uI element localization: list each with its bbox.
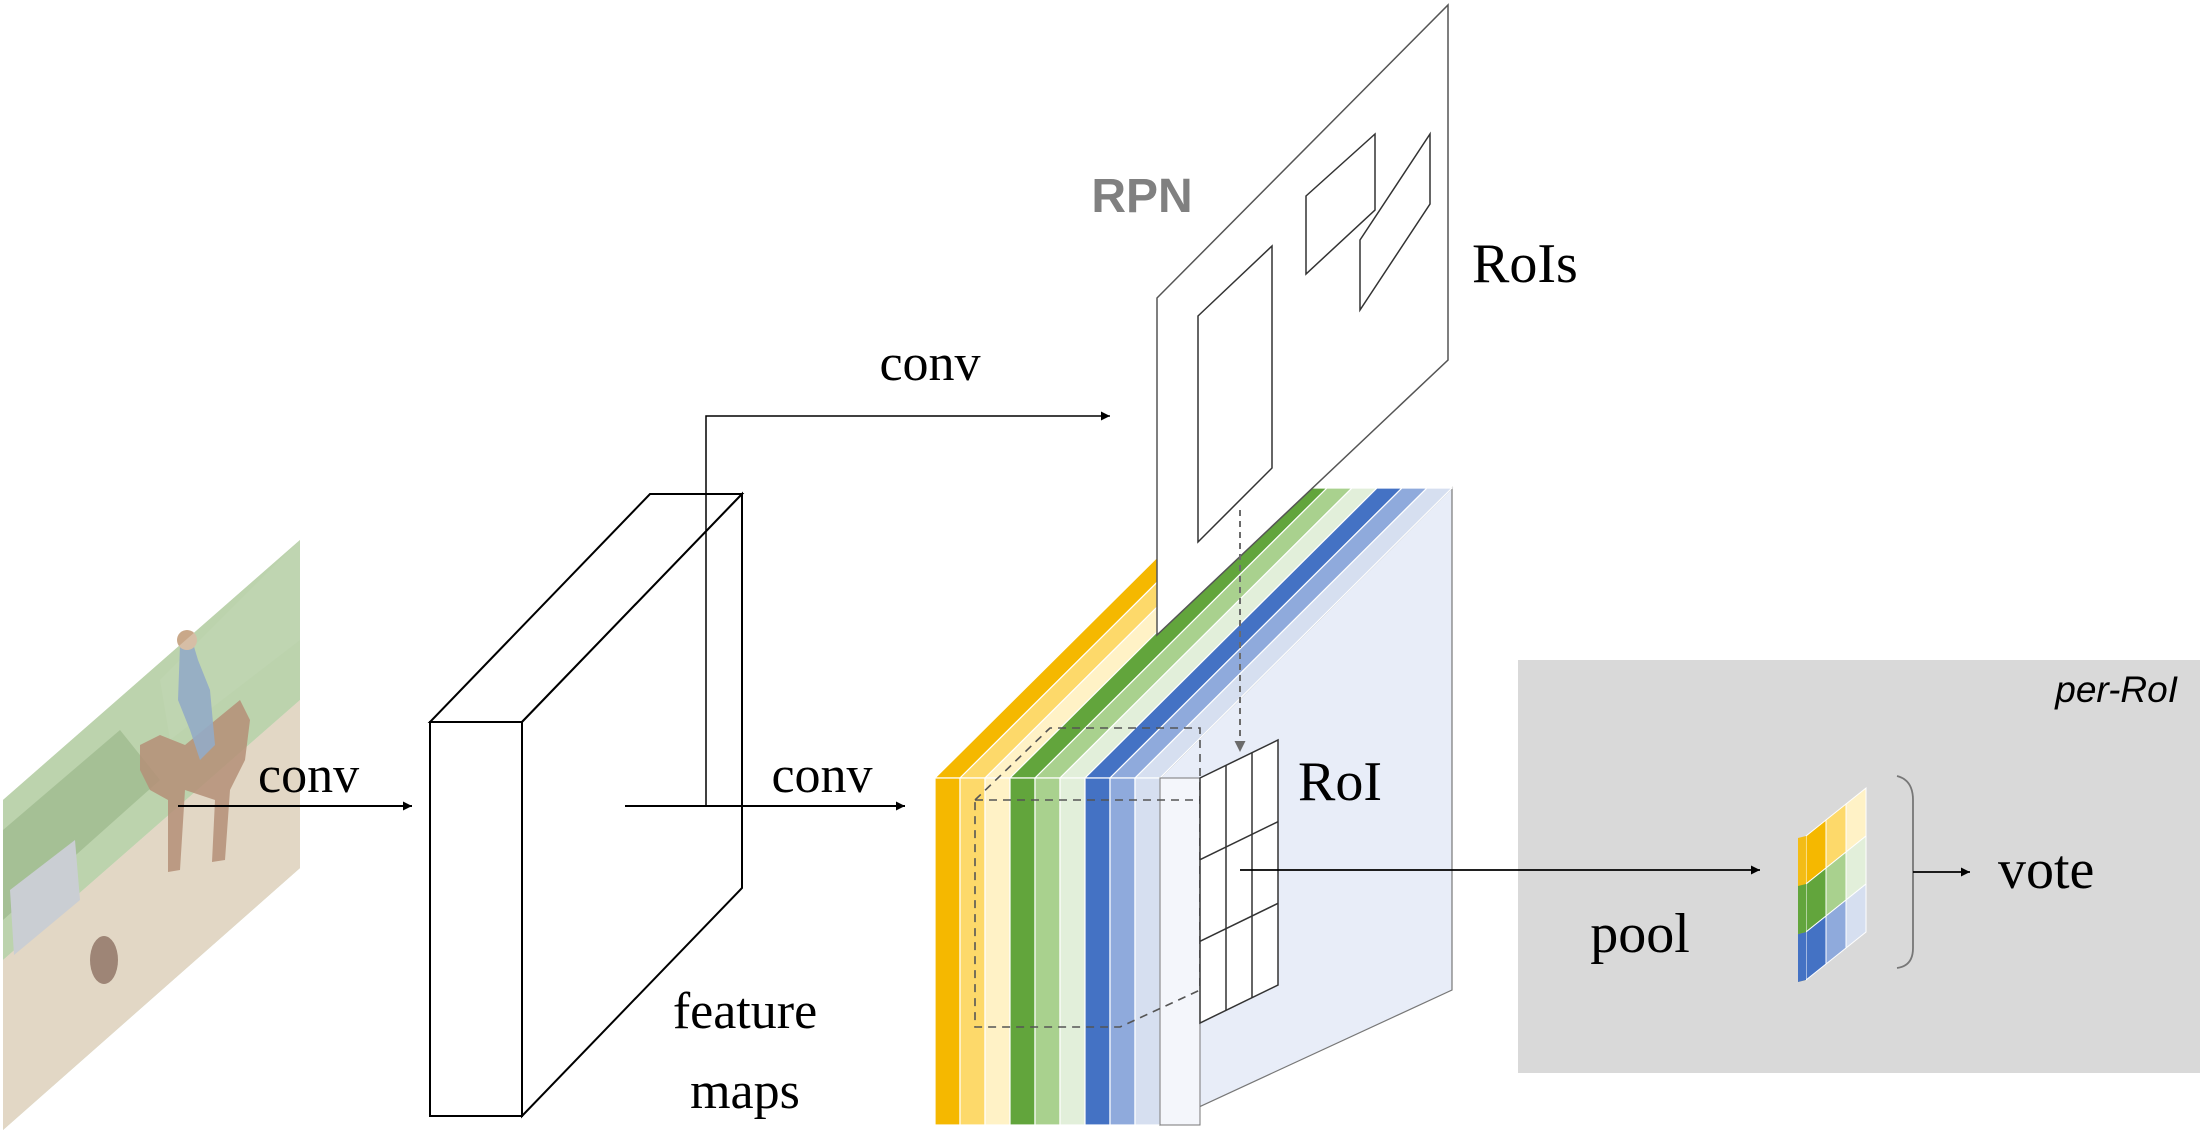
roi-grid-row-line xyxy=(1199,902,1279,943)
roi-region: RoI xyxy=(974,727,1382,1028)
roi-grid-frame xyxy=(1199,738,1279,1025)
score-map-slice-front xyxy=(984,777,1011,1126)
conv-label-rpn: conv xyxy=(879,335,980,392)
rpn-label: RPN xyxy=(1091,170,1192,223)
roi-box-large xyxy=(1197,244,1273,544)
per-roi-label: per-RoI xyxy=(2054,669,2178,710)
score-map-slice-front xyxy=(1134,777,1161,1126)
score-map-slice-front xyxy=(934,777,961,1126)
vote-bracket xyxy=(1896,775,1914,969)
pooled-block-side-blue xyxy=(1798,932,1806,982)
photo-dog xyxy=(90,936,118,984)
pooled-block-side-green xyxy=(1798,884,1806,934)
feature-maps-label-line1: feature xyxy=(673,983,817,1040)
vote-label: vote xyxy=(1998,839,2094,901)
pooled-score-block xyxy=(1798,786,1867,982)
score-map-slice-front xyxy=(1034,777,1061,1126)
score-map-slice-front xyxy=(1009,777,1036,1126)
score-map-slice-front xyxy=(959,777,986,1126)
score-maps-front-face xyxy=(1159,777,1201,1126)
photo-rider xyxy=(178,640,215,760)
rpn-conv-path xyxy=(705,411,1110,806)
roi-box-small-1 xyxy=(1305,132,1376,276)
roi-dashed-box xyxy=(974,727,1201,1028)
input-image xyxy=(3,540,300,1130)
roi-grid xyxy=(1199,738,1279,1025)
feature-maps-label-line2: maps xyxy=(690,1063,800,1120)
photo-horse xyxy=(140,700,250,872)
score-map-slice-front xyxy=(1084,777,1111,1126)
rois-label: RoIs xyxy=(1472,233,1578,295)
conv-label-input: conv xyxy=(258,747,359,804)
score-map-slice-front xyxy=(1109,777,1136,1126)
score-map-slice-front xyxy=(1059,777,1086,1126)
score-map-slices xyxy=(933,487,1454,1126)
pool-label: pool xyxy=(1590,903,1690,965)
feature-maps-front-face xyxy=(429,721,523,1117)
roi-grid-row-line xyxy=(1199,820,1279,861)
rpn-plane: RPN RoIs xyxy=(1091,3,1578,637)
roi-box-small-2 xyxy=(1359,131,1431,313)
score-maps-stack xyxy=(933,486,1454,1126)
conv-label-scoremap: conv xyxy=(771,747,872,804)
photo-car xyxy=(10,840,80,955)
photo-rider-head xyxy=(177,630,197,650)
photo-overlay xyxy=(3,540,300,1130)
roi-label: RoI xyxy=(1298,751,1382,813)
pooled-cell xyxy=(1845,882,1867,950)
